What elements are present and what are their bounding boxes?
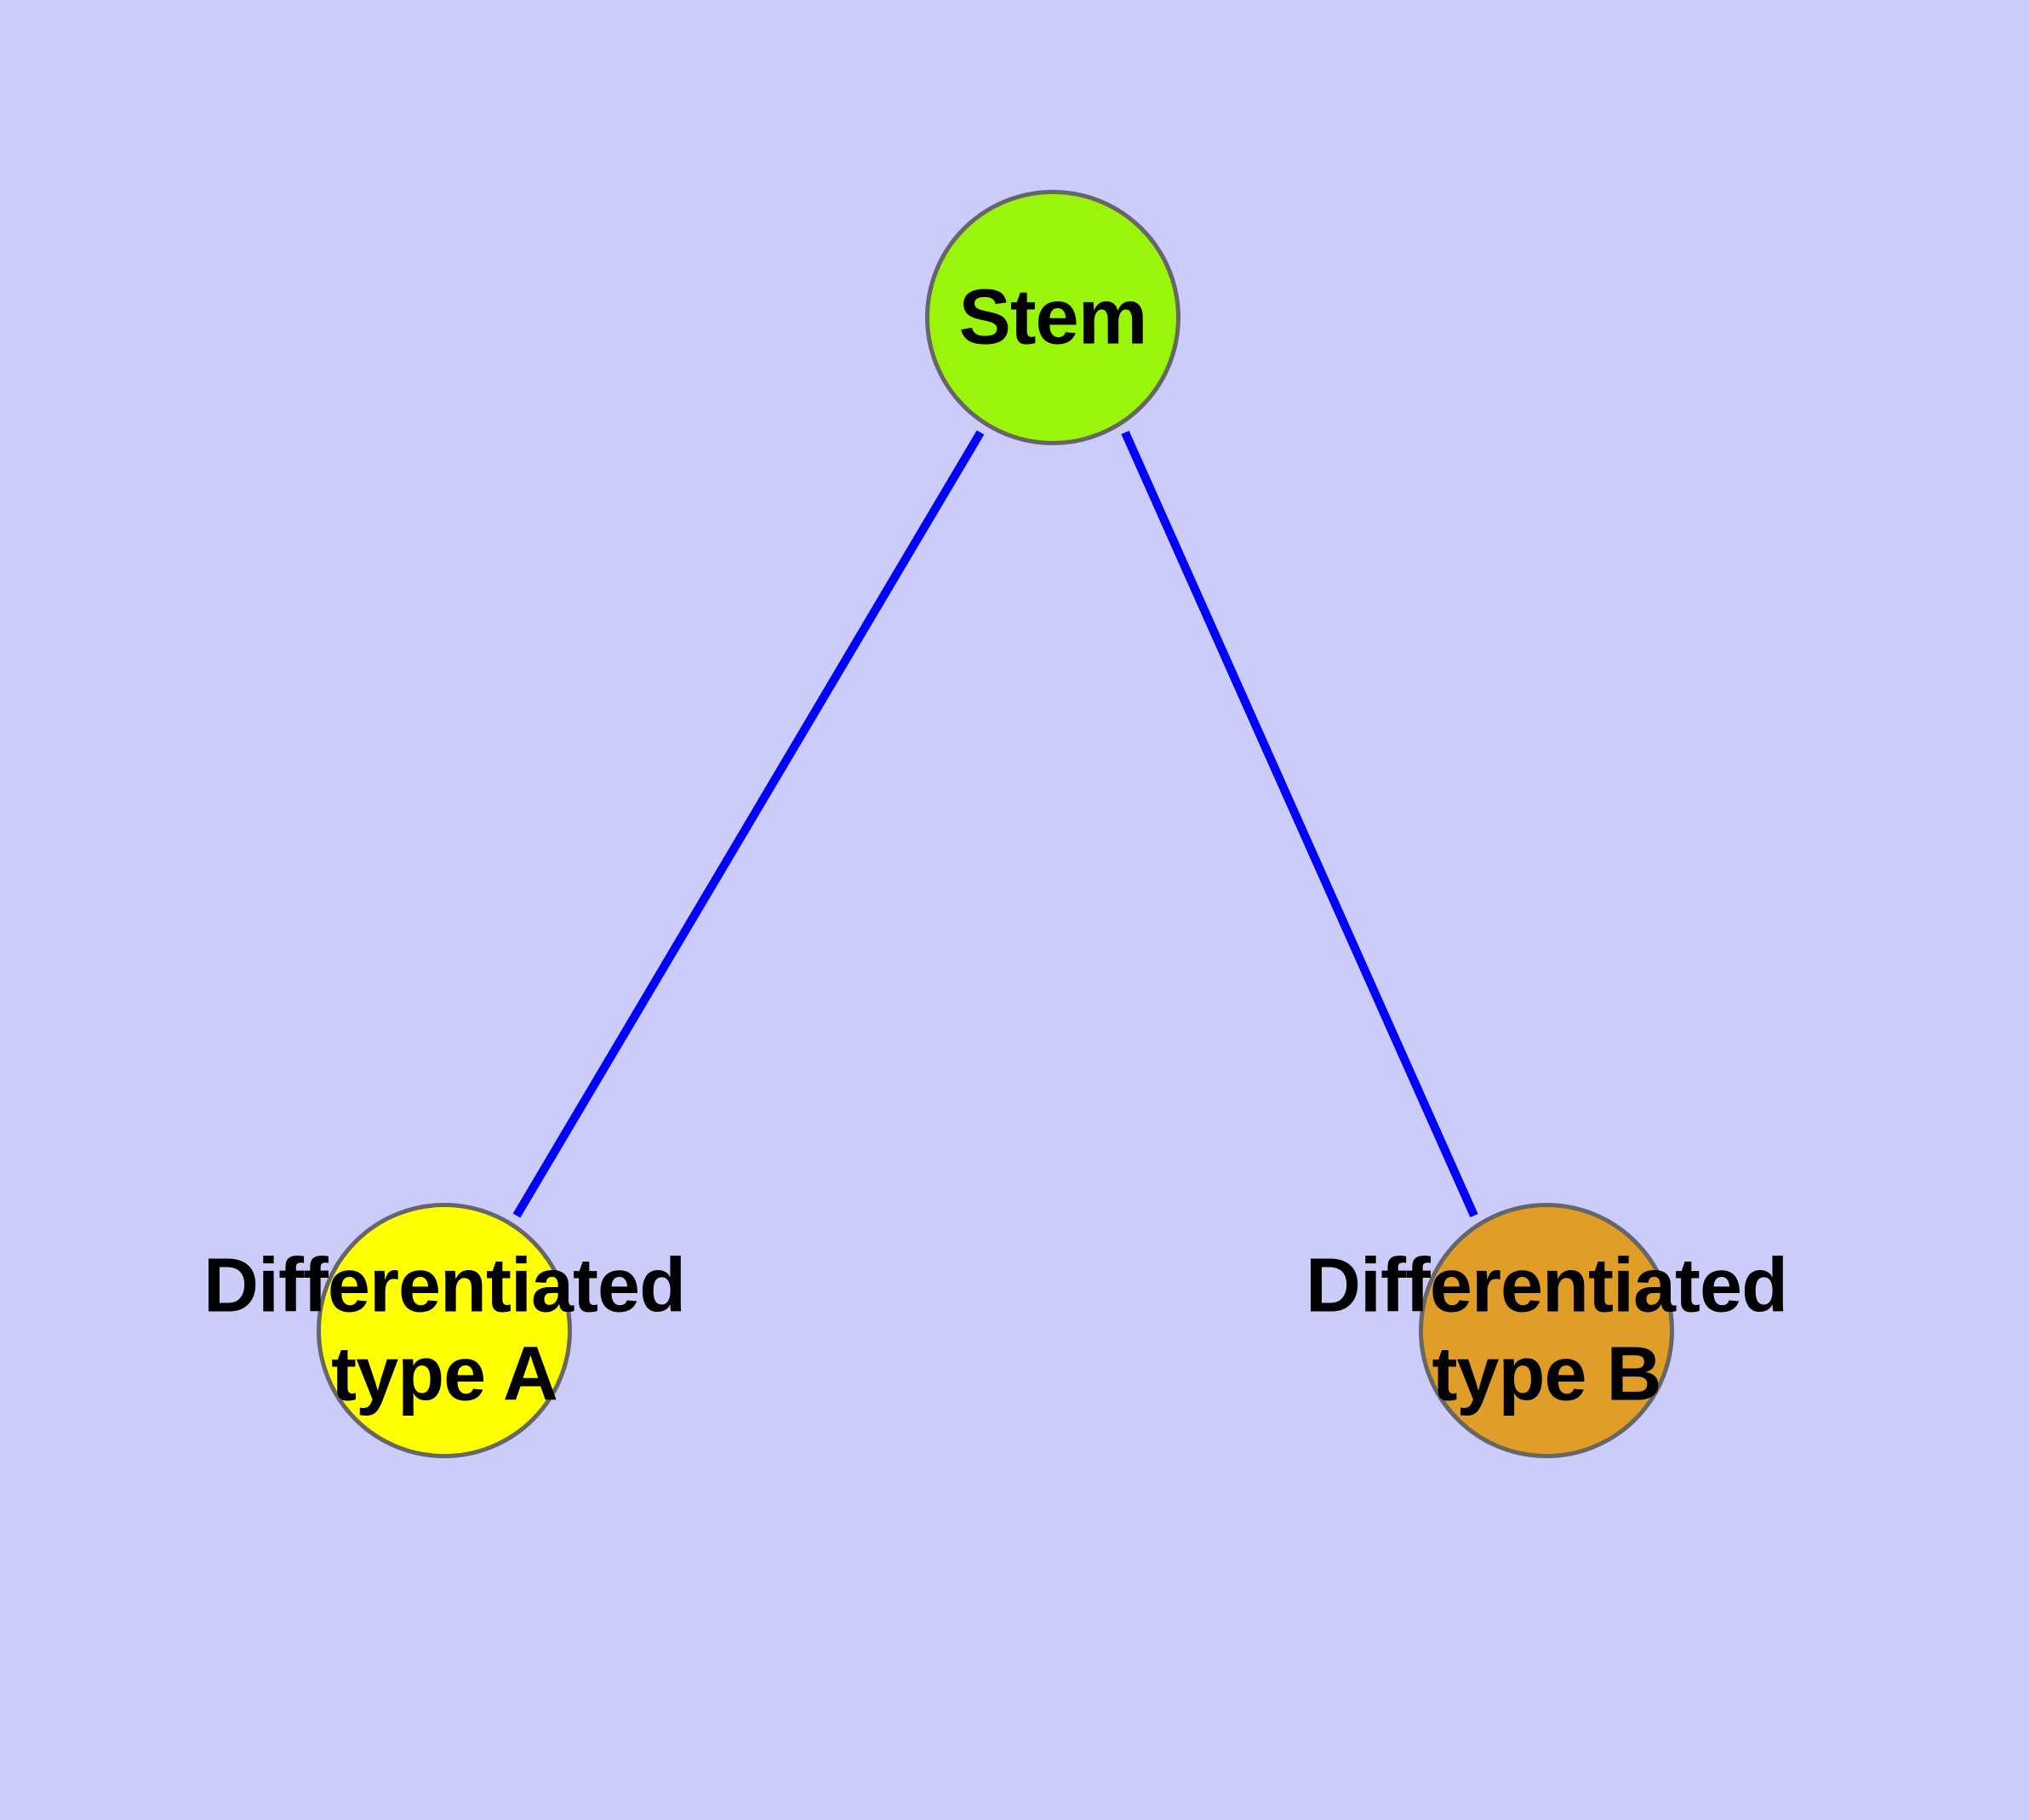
node-stem-label: Stem bbox=[958, 273, 1148, 361]
node-stem[interactable]: Stem bbox=[925, 190, 1180, 445]
edge-stem-to-differentiated-type-a[interactable] bbox=[512, 430, 985, 1218]
edge-stem-to-differentiated-type-b[interactable] bbox=[1121, 430, 1478, 1218]
